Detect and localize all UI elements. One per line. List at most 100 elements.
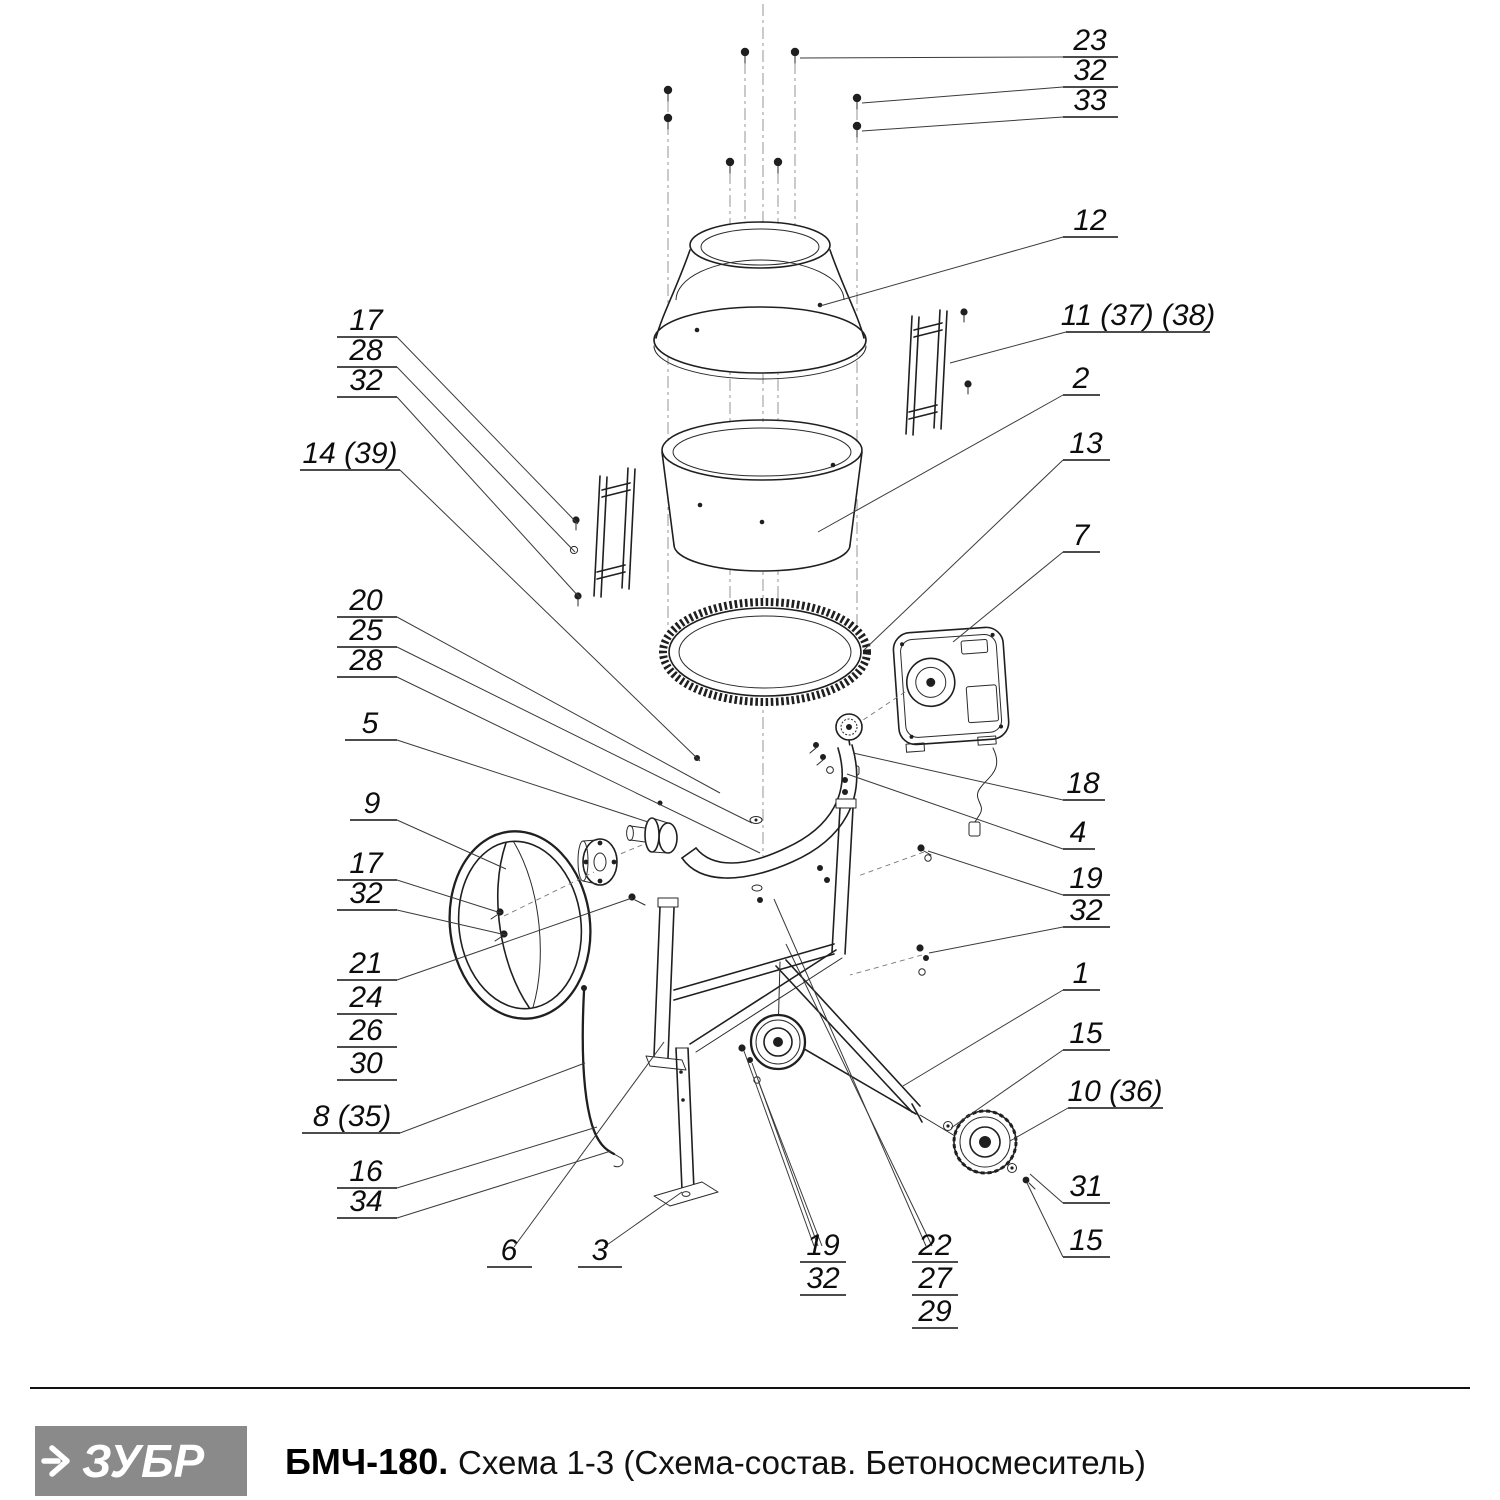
callout-17-b: 17 [349,847,384,880]
bolt-icon [809,742,819,754]
washer-icon [569,545,579,555]
washer-icon [1007,1163,1017,1173]
callout-underlines [300,56,1210,1329]
callout-24: 24 [348,981,382,1014]
bolt-icon [663,113,673,130]
bolt-icon [747,1057,753,1063]
bolt-icon [852,93,862,110]
callout-27: 27 [917,1262,953,1295]
doc-title-model: БМЧ-180. [285,1441,448,1482]
motor-cable [974,747,998,823]
callout-28-b: 28 [348,644,383,677]
callout-31: 31 [1069,1170,1102,1203]
callout-17-a: 17 [349,304,384,337]
callout-3: 3 [592,1234,609,1267]
callout-6: 6 [501,1234,518,1267]
callout-32-a: 32 [349,364,383,397]
fasteners [490,755,932,1084]
upper-drum-cone [653,221,867,380]
swing-arm [681,744,858,879]
callout-33: 33 [1073,84,1107,117]
bolt-icon [960,308,968,323]
callout-4: 4 [1070,816,1087,849]
callout-29: 29 [917,1295,952,1328]
lower-drum [661,419,863,572]
washer-icon [943,1121,953,1131]
bolt-icon [738,1044,746,1052]
transport-wheel-center [749,1013,807,1071]
drum-bracket-right [905,308,972,436]
callout-30: 30 [349,1047,383,1080]
bolt-icon [964,380,972,395]
bolt-icon [816,754,826,766]
callout-10-36: 10 (36) [1067,1075,1162,1108]
callout-26: 26 [348,1014,383,1047]
bolt-icon [725,157,735,174]
bolt-icon [790,47,800,64]
washer-icon [918,968,926,976]
bolt-icon [1022,1176,1036,1190]
bolt-icon [923,955,929,961]
washer-icon [826,766,834,774]
logo-text: ЗУБР [82,1435,205,1487]
callout-25: 25 [348,614,383,647]
hand-wheel [448,830,592,1020]
ring-gear [658,598,872,706]
tilt-handle-rod [581,985,624,1168]
bolt-icon [757,897,763,903]
motor [892,626,1010,753]
bolt-icon [572,516,580,531]
callout-14-39: 14 (39) [302,437,397,470]
footer: ЗУБР БМЧ-180. Схема 1-3 (Схема-состав. Б… [30,1387,1470,1496]
callout-23: 23 [1072,24,1107,57]
drum-bracket-left [569,467,636,607]
callout-21: 21 [348,947,382,980]
callout-11-37-38: 11 (37) (38) [1061,299,1216,332]
bolt-icon [628,893,646,906]
callout-18: 18 [1066,767,1100,800]
logo-arrow-icon [41,1445,70,1477]
callout-labels: 23 32 33 12 11 (37) (38) 2 1 3 7 17 28 32… [302,24,1215,1328]
bolt-icon [916,944,924,952]
pinion-assembly [809,691,906,776]
leader-lines [396,56,1069,1258]
bolt-icon [817,865,823,871]
callout-15-l: 15 [1069,1224,1103,1257]
callout-1: 1 [1073,957,1090,990]
bolt-icon [824,877,830,883]
transport-wheel-right [943,1109,1036,1190]
callout-34: 34 [349,1185,382,1218]
callout-19-b: 19 [806,1229,840,1262]
washer-icon [751,884,763,892]
callout-16: 16 [349,1155,383,1188]
bolt-icon [852,121,862,138]
washer-icon [749,816,763,824]
brand-logo: ЗУБР [35,1426,247,1496]
callout-15-u: 15 [1069,1017,1103,1050]
doc-title-subtitle: Схема 1-3 (Схема-состав. Бетоносмеситель… [458,1444,1146,1481]
drum-support-hub [626,800,678,854]
callout-28-a: 28 [348,334,383,367]
callout-20: 20 [348,584,383,617]
bolt-icon [663,85,673,102]
callout-5: 5 [362,707,379,740]
bolt-icon [574,592,582,607]
bolt-icon [773,157,783,174]
motor-plug [968,821,981,837]
callout-19-r: 19 [1069,862,1103,895]
logo-box [35,1426,247,1496]
front-leg [653,1047,719,1207]
callout-22: 22 [917,1229,952,1262]
callout-7: 7 [1073,519,1091,552]
top-fasteners [663,47,862,174]
callout-2: 2 [1072,362,1090,395]
callout-32-c: 32 [806,1262,840,1295]
callout-9: 9 [364,787,381,820]
bolt-icon [740,47,750,64]
bolt-icon [490,908,504,920]
bolt-icon [494,930,508,942]
callout-32-top: 32 [1073,54,1107,87]
callout-12: 12 [1073,204,1107,237]
